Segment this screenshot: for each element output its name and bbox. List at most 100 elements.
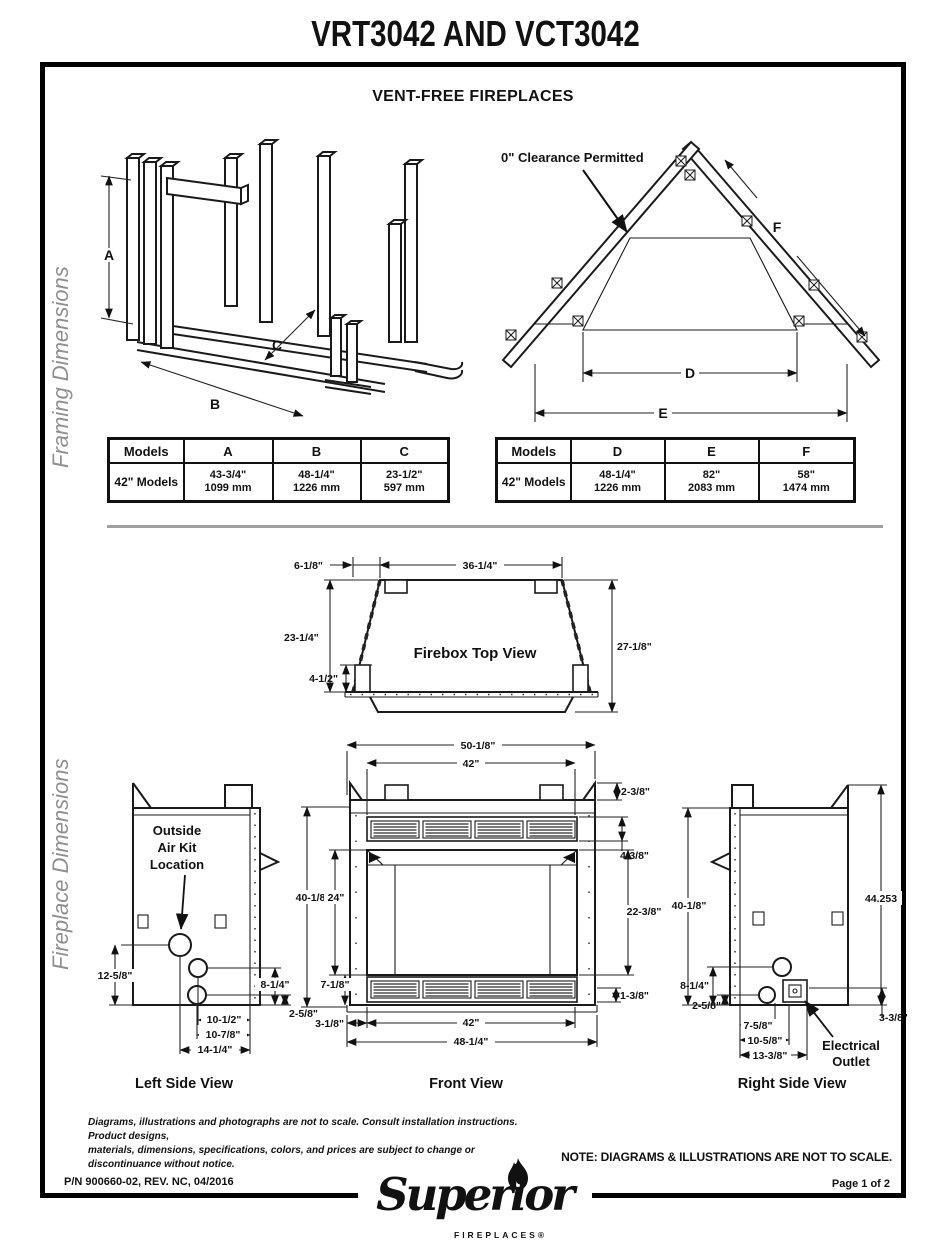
table-header: B <box>271 437 362 464</box>
top-vent <box>366 816 578 842</box>
roof-truss-drawing: 0" Clearance Permitted F D E <box>501 140 881 422</box>
dim-label: 22-3/8" <box>627 906 662 918</box>
dimension-c: C <box>264 309 316 361</box>
dim-mid-height: 8-1/4" <box>255 967 295 1006</box>
dim-label: 36-1/4" <box>463 560 498 572</box>
dim-label: 2-3/8" <box>621 786 650 798</box>
page-number: Page 1 of 2 <box>831 1178 890 1190</box>
dim-label: 6-1/8" <box>294 560 323 572</box>
firebox-outline <box>351 579 592 693</box>
dim-front-depth: 4-1/2" <box>309 664 372 693</box>
dim-label: 12-5/8" <box>98 970 133 982</box>
dim-label: 10-1/2" <box>207 1014 242 1026</box>
right-side-view-title: Right Side View <box>737 1076 847 1092</box>
dimension-b: B <box>140 361 304 417</box>
firebox-top-view-drawing: 6-1/8" 36-1/4" 23-1/4" 4-1/2" 27-1/8" Fi… <box>284 557 652 713</box>
dim-label: 40-1/8" <box>296 892 331 904</box>
dim-bottom-right: 1-3/8" <box>597 987 649 1003</box>
dimension-d: D <box>582 332 798 382</box>
logo-wordmark: Superior <box>376 1168 575 1221</box>
value-cell: 48-1/4"1226 mm <box>271 462 362 503</box>
bottom-dims: 10-1/2" 10-7/8" 14-1/4" <box>179 956 251 1056</box>
dim-label: 10-5/8" <box>748 1035 783 1047</box>
dim-label: 13-3/8" <box>753 1050 788 1062</box>
framing-dimensions-section-label: Framing Dimensions <box>48 266 73 468</box>
dim-inner-width-top: 42" <box>366 756 576 815</box>
value-cell: 82"2083 mm <box>663 462 760 503</box>
value-cell: 43-3/4"1099 mm <box>182 462 274 503</box>
dim-mid-height: 8-1/4" <box>680 966 717 1006</box>
dim-top-right: 2-3/8" <box>597 782 650 801</box>
wall-studs <box>124 139 425 349</box>
dim-label: 3-1/8" <box>315 1018 344 1030</box>
dim-label: 1-3/8" <box>620 990 649 1002</box>
dim-right-depth: 27-1/8" <box>564 579 652 713</box>
dim-label: 7-5/8" <box>744 1020 773 1032</box>
right-side-view-drawing: 40-1/8" 44.253 8-1/4" 2-5/8" 7-5/8" 10-5… <box>669 784 908 1069</box>
dim-label: 2-5/8" <box>289 1008 318 1020</box>
table-header: F <box>757 437 856 464</box>
svg-text:Electrical: Electrical <box>822 1038 880 1053</box>
dim-overall-height: 40-1/8" <box>293 806 350 1008</box>
svg-text:Outlet: Outlet <box>832 1054 870 1069</box>
dim-label: 10-7/8" <box>206 1029 241 1041</box>
dimension-f: F <box>724 159 866 337</box>
dim-label: 23-1/4" <box>284 632 319 644</box>
dim-e-label: E <box>658 405 667 421</box>
dim-opening-height-left: 24" <box>324 849 367 976</box>
dim-b-label: B <box>210 396 220 412</box>
table-header: D <box>569 437 666 464</box>
subtitle: VENT-FREE FIREPLACES <box>372 88 574 105</box>
dim-right-offset: 3-3/8" <box>878 987 908 1024</box>
dim-label: 44.253 <box>865 893 897 905</box>
dim-label: 3-3/8" <box>879 1012 908 1024</box>
table-row: 42" Models 48-1/4"1226 mm 82"2083 mm 58"… <box>495 462 856 503</box>
dim-label: 50-1/8" <box>461 740 496 752</box>
front-flange <box>344 691 599 713</box>
dim-label: 4-3/8" <box>620 850 649 862</box>
dim-label: 42" <box>463 758 480 770</box>
dim-air-kit-height: 12-5/8" <box>95 944 136 1006</box>
content-border-box <box>40 62 906 1193</box>
value-cell: 58"1474 mm <box>757 462 856 503</box>
dimension-e: E <box>534 364 848 422</box>
bottom-vent <box>366 976 578 1003</box>
firebox-top-view-title: Firebox Top View <box>414 645 537 662</box>
disclaimer-text: Diagrams, illustrations and photographs … <box>88 1116 540 1172</box>
front-view-title: Front View <box>429 1076 503 1092</box>
dim-label: 48-1/4" <box>454 1036 489 1048</box>
framing-table-def: Models D E F 42" Models 48-1/4"1226 mm 8… <box>495 437 856 503</box>
dim-left-depth: 23-1/4" <box>284 579 378 693</box>
table-row: 42" Models 43-3/4"1099 mm 48-1/4"1226 mm… <box>107 462 450 503</box>
front-view-drawing: 50-1/8" 42" 2-3/8" 4-3/8" 22-3/8" 1-3/8"… <box>293 738 666 1048</box>
bottom-border-right <box>592 1193 906 1198</box>
left-side-view-drawing: Outside Air Kit Location 12-5/8" 8-1/4" … <box>95 782 318 1056</box>
dimension-a: A <box>100 175 134 325</box>
dim-label: 42" <box>463 1017 480 1029</box>
dim-label: 2-5/8" <box>692 1000 721 1012</box>
value-cell: 23-1/2"597 mm <box>359 462 450 503</box>
part-number: P/N 900660-02, REV. NC, 04/2016 <box>64 1176 234 1188</box>
dim-bottom-row: 3-1/8" 42" 48-1/4" <box>315 1007 598 1048</box>
logo-subtext: FIREPLACES® <box>454 1230 548 1240</box>
bottom-dims: 7-5/8" 10-5/8" 13-3/8" <box>739 1003 808 1062</box>
knockout-circles <box>758 957 792 1004</box>
dim-label: 4-1/2" <box>309 673 338 685</box>
dim-label: 8-1/4" <box>680 980 709 992</box>
dim-lower-height: 2-5/8" <box>281 994 318 1020</box>
disclaimer-line-1: Diagrams, illustrations and photographs … <box>88 1117 518 1142</box>
superior-fireplaces-logo: Superior FIREPLACES® <box>368 1156 580 1248</box>
svg-text:Outside: Outside <box>153 823 201 838</box>
dim-bottom-left-height: 7-1/8" <box>316 974 354 1006</box>
chimney-chase <box>582 237 798 331</box>
row-label: 42" Models <box>495 462 572 503</box>
dim-f-label: F <box>773 219 782 235</box>
disclaimer-line-2: materials, dimensions, specifications, c… <box>88 1145 475 1170</box>
dim-top-width: 36-1/4" <box>353 557 563 578</box>
return-wall <box>324 314 372 395</box>
svg-text:Location: Location <box>150 857 204 872</box>
bottom-border-left <box>40 1193 358 1198</box>
framing-table-abc: Models A B C 42" Models 43-3/4"1099 mm 4… <box>107 437 450 503</box>
table-header: A <box>182 437 274 464</box>
dim-label: 24" <box>328 892 345 904</box>
